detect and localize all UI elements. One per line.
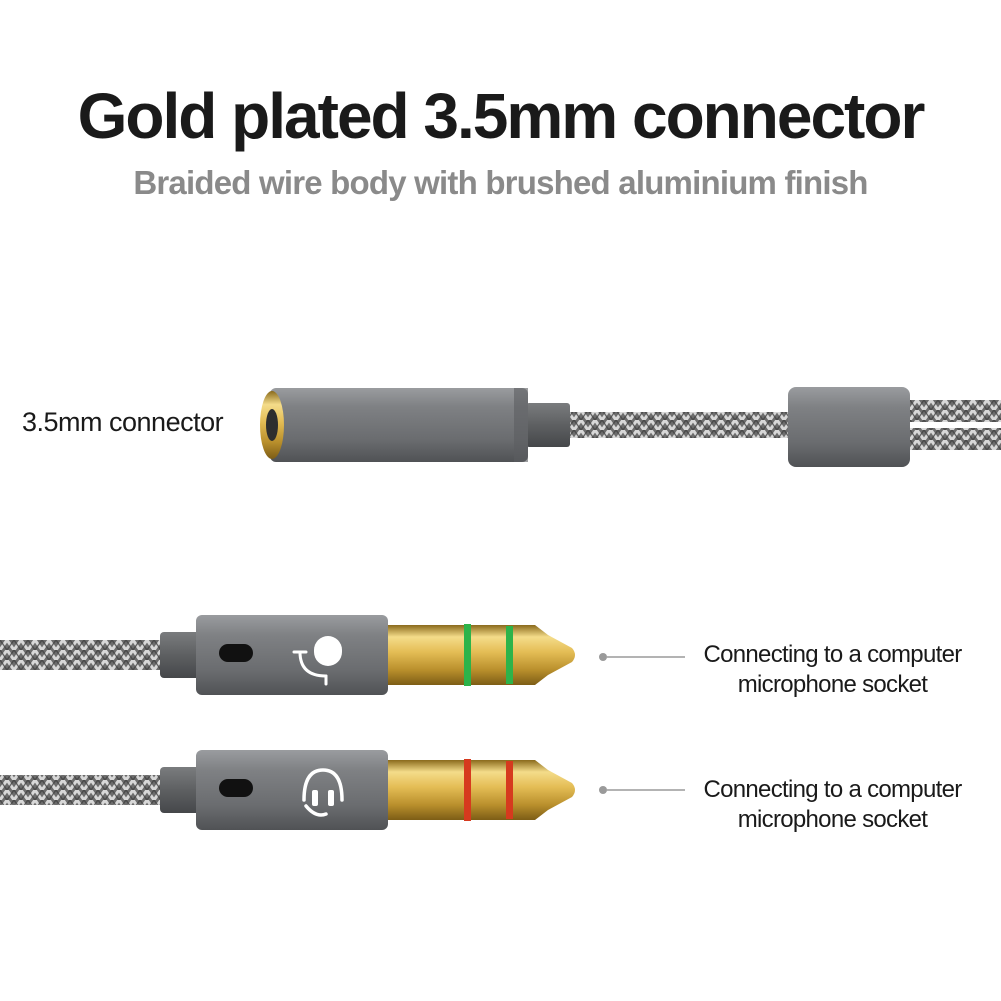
microphone-icon xyxy=(292,636,342,686)
ring-insulator xyxy=(464,624,471,686)
label-line: microphone socket xyxy=(737,806,928,833)
braided-cable xyxy=(910,400,1001,422)
microphone-plug-label: Connecting to a computer microphone sock… xyxy=(690,640,975,700)
headphone-plug-label: Connecting to a computer microphone sock… xyxy=(690,775,975,835)
pointer-dot xyxy=(599,653,607,661)
strain-relief xyxy=(160,632,200,678)
ring-insulator xyxy=(506,626,513,684)
plug-housing xyxy=(196,750,388,830)
headphone-icon xyxy=(302,768,344,817)
ring-insulator xyxy=(506,761,513,819)
braided-cable xyxy=(0,775,165,805)
strain-relief xyxy=(526,403,570,447)
headphone-plug xyxy=(0,750,685,830)
connector-housing xyxy=(270,388,528,462)
female-connector xyxy=(260,387,1001,467)
braided-cable xyxy=(568,412,793,438)
plug-housing xyxy=(196,615,388,695)
label-line: Connecting to a computer xyxy=(703,641,962,668)
braided-cable xyxy=(910,428,1001,450)
strain-relief xyxy=(160,767,200,813)
page-subtitle: Braided wire body with brushed aluminium… xyxy=(133,164,868,201)
gold-plug-pin xyxy=(388,760,575,820)
female-connector-label: 3.5mm connector xyxy=(22,407,224,437)
grip-slot xyxy=(219,644,253,662)
grip-slot xyxy=(219,779,253,797)
gold-plug-pin xyxy=(388,625,575,685)
page-title: Gold plated 3.5mm connector xyxy=(77,80,926,152)
braided-cable xyxy=(0,640,165,670)
ring-insulator xyxy=(464,759,471,821)
microphone-plug xyxy=(0,615,685,695)
label-line: Connecting to a computer xyxy=(703,776,962,803)
splitter-block xyxy=(788,387,910,467)
pointer-dot xyxy=(599,786,607,794)
label-line: microphone socket xyxy=(737,671,928,698)
